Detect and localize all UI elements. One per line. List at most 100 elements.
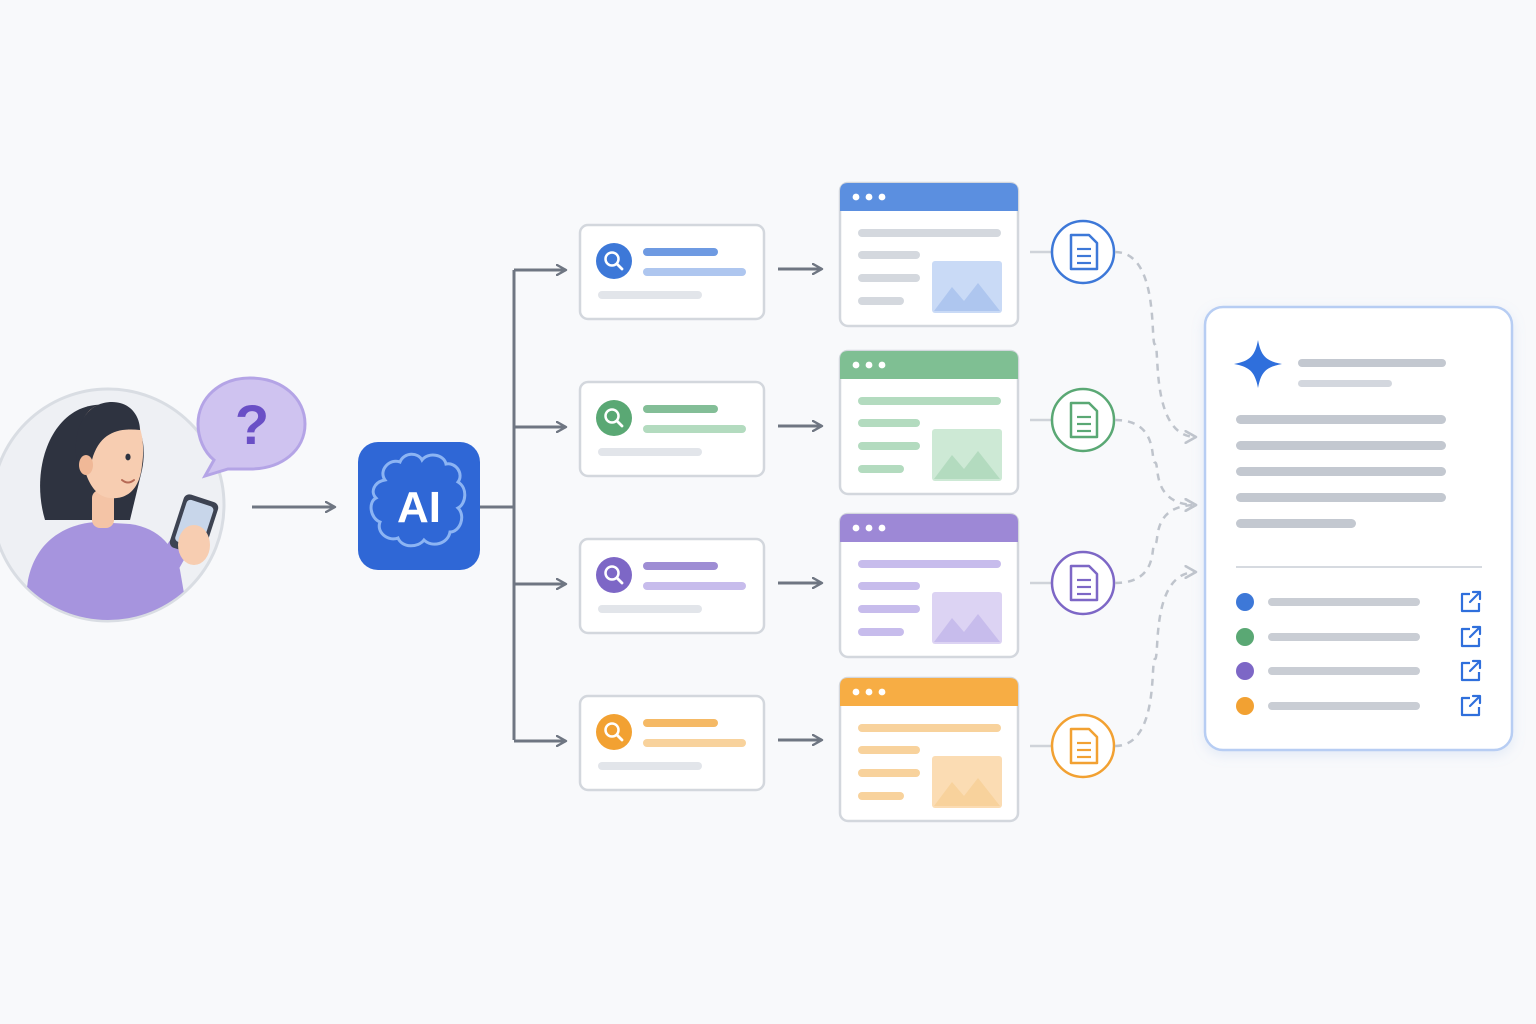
search-title-line	[643, 248, 718, 256]
page-text-line	[858, 792, 904, 800]
window-dot-icon	[865, 193, 873, 201]
brain-icon	[369, 452, 467, 548]
search-icon-badge	[596, 714, 632, 750]
source-citation-row[interactable]	[1236, 694, 1482, 717]
document-icon	[1069, 727, 1099, 765]
result-branch-orange	[514, 572, 1196, 823]
summary-text-line	[1236, 415, 1446, 424]
link-arrow	[1468, 659, 1482, 673]
external-link-icon[interactable]	[1460, 694, 1482, 717]
ai-engine: AI	[358, 442, 480, 570]
page-text-line	[858, 229, 1001, 237]
ai-label: AI	[397, 483, 441, 532]
window-dot-icon	[852, 688, 860, 696]
web-page-window[interactable]	[838, 676, 1020, 823]
page-text-line	[858, 397, 1001, 405]
page-text-line	[858, 419, 920, 427]
link-arrow	[1468, 694, 1482, 708]
result-branch-purple	[514, 505, 1196, 659]
result-branch-green	[514, 349, 1196, 505]
user-avatar	[0, 387, 226, 623]
window-dot-icon	[878, 193, 886, 201]
summary-text-line	[1236, 467, 1446, 476]
search-icon-handle	[615, 419, 624, 428]
page-text-line	[858, 465, 904, 473]
window-dot-icon	[852, 524, 860, 532]
search-icon	[604, 565, 620, 581]
source-citation-row[interactable]	[1236, 659, 1482, 682]
document-icon	[1069, 564, 1099, 602]
document-icon	[1069, 401, 1099, 439]
search-text-line	[643, 425, 746, 433]
image-mountain-icon	[934, 778, 1000, 806]
result-branch-blue	[514, 181, 1196, 437]
page-text-line	[858, 251, 920, 259]
image-mountain-icon	[934, 451, 1000, 479]
dashed-flow-arrow	[1114, 250, 1196, 437]
doc-circle	[1050, 713, 1116, 779]
source-color-dot	[1236, 628, 1254, 646]
source-title-line	[1268, 667, 1420, 675]
search-query-card[interactable]	[578, 694, 766, 792]
source-document	[1030, 219, 1116, 285]
search-text-line	[598, 762, 702, 770]
web-page-window[interactable]	[838, 181, 1020, 328]
external-link-icon[interactable]	[1460, 659, 1482, 682]
source-citation-row[interactable]	[1236, 625, 1482, 648]
link-arrow	[1468, 625, 1482, 639]
summary-card	[1203, 305, 1514, 752]
page-text-line	[858, 746, 920, 754]
page-text-line	[858, 628, 904, 636]
window-dot-icon	[865, 361, 873, 369]
source-document	[1030, 550, 1116, 616]
link-box	[1460, 592, 1481, 613]
image-mountain-icon	[934, 283, 1000, 311]
page-text-line	[858, 724, 1001, 732]
search-title-line	[643, 405, 718, 413]
search-icon-handle	[615, 733, 624, 742]
search-icon-badge	[596, 400, 632, 436]
source-title-line	[1268, 598, 1420, 606]
source-document	[1030, 713, 1116, 779]
search-query-card[interactable]	[578, 223, 766, 321]
search-text-line	[598, 291, 702, 299]
summary-text-line	[1236, 519, 1356, 528]
window-dot-icon	[852, 193, 860, 201]
web-page-window[interactable]	[838, 349, 1020, 496]
external-link-icon[interactable]	[1460, 625, 1482, 648]
source-title-line	[1268, 702, 1420, 710]
source-color-dot	[1236, 593, 1254, 611]
search-query-card[interactable]	[578, 537, 766, 635]
search-icon-badge	[596, 243, 632, 279]
page-text-line	[858, 274, 920, 282]
summary-text-line	[1236, 441, 1446, 450]
search-icon-handle	[615, 576, 624, 585]
page-text-line	[858, 582, 920, 590]
page-titlebar	[840, 678, 1018, 706]
doc-circle	[1050, 219, 1116, 285]
page-titlebar	[840, 351, 1018, 379]
search-title-line	[643, 719, 718, 727]
search-icon	[604, 722, 620, 738]
summary-title-line	[1298, 359, 1446, 367]
source-color-dot	[1236, 697, 1254, 715]
search-icon-handle	[615, 262, 624, 271]
source-citation-row[interactable]	[1236, 590, 1482, 613]
page-text-line	[858, 605, 920, 613]
search-title-line	[643, 562, 718, 570]
link-box	[1460, 661, 1481, 682]
window-dot-icon	[865, 524, 873, 532]
search-text-line	[598, 605, 702, 613]
question-mark: ?	[235, 393, 269, 456]
window-dot-icon	[878, 688, 886, 696]
question-bubble: ?	[196, 376, 307, 479]
window-dot-icon	[852, 361, 860, 369]
external-link-icon[interactable]	[1460, 590, 1482, 613]
search-query-card[interactable]	[578, 380, 766, 478]
source-title-line	[1268, 633, 1420, 641]
search-icon-badge	[596, 557, 632, 593]
web-page-window[interactable]	[838, 512, 1020, 659]
search-icon	[604, 251, 620, 267]
page-titlebar	[840, 183, 1018, 211]
dashed-flow-arrow	[1114, 572, 1196, 748]
